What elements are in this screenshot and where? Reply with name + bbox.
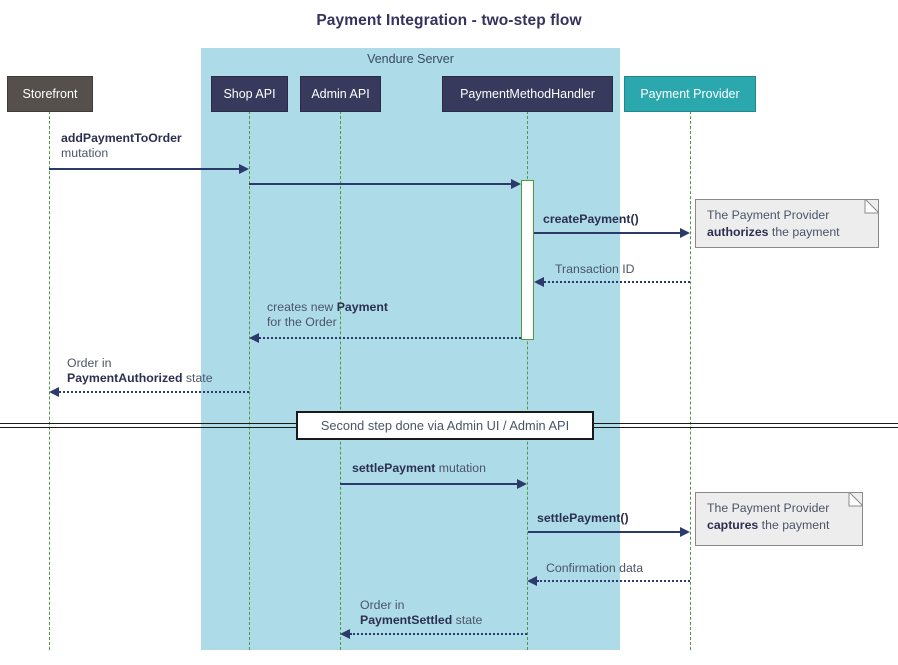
participant-label-storefront: Storefront: [22, 87, 78, 101]
message-label-bold: addPaymentToOrder: [61, 131, 182, 145]
message-arrowhead-add-payment-to-order: [239, 164, 249, 174]
note-fold-icon: [848, 492, 863, 507]
message-line-confirmation-data: [537, 580, 690, 582]
message-line-transaction-id: [544, 281, 690, 283]
participant-shop-api[interactable]: Shop API: [211, 76, 288, 112]
message-label-line2: for the Order: [267, 315, 337, 329]
message-label-bold: createPayment(): [543, 212, 639, 226]
message-label-plain: mutation: [61, 146, 109, 160]
message-arrowhead-confirmation-data: [527, 576, 537, 586]
message-label-bold: settlePayment(): [537, 511, 629, 525]
participant-payment-provider[interactable]: Payment Provider: [624, 76, 756, 112]
message-label-line2: PaymentSettled state: [360, 613, 482, 627]
note-authorizes-wrapper: The Payment Provider authorizes the paym…: [695, 199, 879, 248]
message-label-order-payment-authorized: Order in PaymentAuthorized state: [67, 356, 213, 386]
lifeline-storefront: [49, 111, 50, 650]
note-authorizes-line2: authorizes the payment: [707, 224, 868, 241]
message-arrowhead-settle-payment-mutation: [517, 479, 527, 489]
message-label-settle-payment-mutation: settlePayment mutation: [352, 461, 486, 476]
note-authorizes-line2-plain: the payment: [768, 225, 840, 239]
message-line-create-payment: [534, 232, 680, 234]
divider-label: Second step done via Admin UI / Admin AP…: [320, 418, 570, 433]
diagram-title: Payment Integration - two-step flow: [316, 12, 582, 29]
divider-rail-left: [0, 423, 298, 428]
message-label-transaction-id: Transaction ID: [555, 262, 635, 277]
note-authorizes: The Payment Provider authorizes the paym…: [695, 199, 879, 248]
lifeline-payment-method-handler: [527, 111, 528, 650]
message-label-settle-payment-call: settlePayment(): [537, 511, 629, 526]
message-label-confirmation-data: Confirmation data: [546, 561, 643, 576]
message-label-create-payment: createPayment(): [543, 212, 639, 227]
note-authorizes-line1: The Payment Provider: [707, 208, 830, 222]
participant-label-shop-api: Shop API: [223, 87, 276, 101]
message-label-plain: Transaction ID: [555, 262, 635, 276]
message-label-line2-plain: state: [452, 613, 483, 627]
participant-admin-api[interactable]: Admin API: [300, 76, 381, 112]
note-captures: The Payment Provider captures the paymen…: [695, 492, 863, 546]
note-captures-wrapper: The Payment Provider captures the paymen…: [695, 492, 863, 546]
group-label-vendure-server: Vendure Server: [367, 52, 454, 66]
participant-label-payment-method-handler: PaymentMethodHandler: [460, 87, 595, 101]
message-label-line1: Order in: [67, 356, 112, 370]
message-arrowhead-create-payment: [680, 228, 690, 238]
lifeline-payment-provider: [690, 111, 691, 650]
message-arrowhead-order-payment-settled: [340, 629, 350, 639]
message-label-add-payment-to-order: addPaymentToOrder mutation: [61, 131, 182, 161]
note-fold-icon: [864, 199, 879, 214]
message-label-bold: settlePayment: [352, 461, 436, 475]
message-label-plain: Confirmation data: [546, 561, 644, 575]
message-arrowhead-settle-payment-call: [680, 527, 690, 537]
participant-label-payment-provider: Payment Provider: [640, 87, 740, 101]
message-line-order-payment-authorized: [59, 391, 249, 393]
message-label-line1-plain: creates new: [267, 300, 337, 314]
participant-label-admin-api: Admin API: [311, 87, 370, 101]
message-line-creates-new-payment: [259, 337, 521, 339]
message-label-line2: PaymentAuthorized state: [67, 371, 213, 385]
message-line-add-payment-to-order: [49, 168, 239, 170]
message-arrowhead-creates-new-payment: [249, 333, 259, 343]
message-label-line2-bold: PaymentSettled: [360, 613, 453, 627]
message-line-settle-payment-call: [528, 531, 680, 533]
note-captures-line2-bold: captures: [707, 518, 759, 532]
message-line-order-payment-settled: [350, 633, 527, 635]
note-captures-line2-plain: the payment: [758, 518, 830, 532]
message-line-shop-api-to-handler: [249, 183, 511, 185]
message-label-line2-bold: PaymentAuthorized: [67, 371, 183, 385]
note-authorizes-line2-bold: authorizes: [707, 225, 769, 239]
note-captures-line1: The Payment Provider: [707, 501, 830, 515]
message-label-line1-bold: Payment: [336, 300, 388, 314]
activation-bar-payment-method-handler: [521, 180, 534, 340]
message-arrowhead-shop-api-to-handler: [511, 179, 521, 189]
lifeline-admin-api: [340, 111, 341, 650]
participant-storefront[interactable]: Storefront: [7, 76, 93, 112]
divider-rail-right: [592, 423, 898, 428]
message-label-line1: creates new Payment: [267, 300, 388, 314]
message-line-settle-payment-mutation: [340, 483, 517, 485]
divider-box: Second step done via Admin UI / Admin AP…: [296, 411, 594, 440]
note-captures-line2: captures the payment: [707, 517, 852, 534]
participant-payment-method-handler[interactable]: PaymentMethodHandler: [442, 76, 613, 112]
lifeline-shop-api: [249, 111, 250, 650]
message-label-order-payment-settled: Order in PaymentSettled state: [360, 598, 482, 628]
message-label-plain: mutation: [435, 461, 486, 475]
message-label-creates-new-payment: creates new Payment for the Order: [267, 300, 388, 330]
message-arrowhead-order-payment-authorized: [49, 387, 59, 397]
message-arrowhead-transaction-id: [534, 277, 544, 287]
message-label-line1: Order in: [360, 598, 405, 612]
group-box-vendure-server: [201, 48, 620, 650]
message-label-line2-plain: state: [182, 371, 213, 385]
